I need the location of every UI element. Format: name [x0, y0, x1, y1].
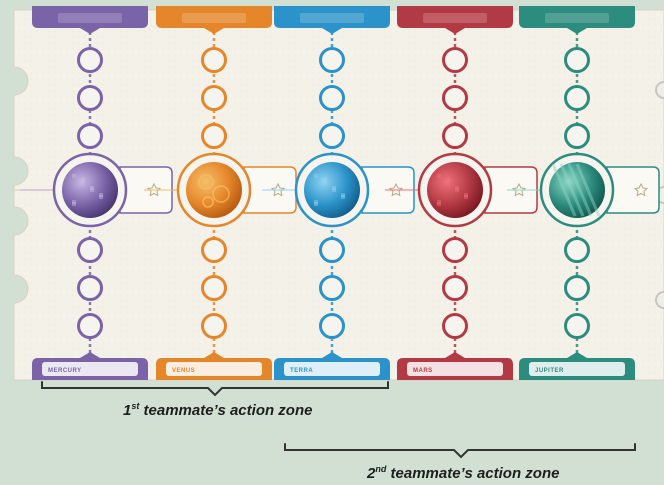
terra-ring-slot[interactable] [319, 275, 345, 301]
venus-star-icon [270, 182, 286, 197]
mercury-ring-slot[interactable] [77, 313, 103, 339]
jupiter-ring-slot[interactable] [564, 123, 590, 149]
column-jupiter: JUPITER [507, 6, 660, 380]
terra-ring-slot[interactable] [319, 47, 345, 73]
terra-ring-slot[interactable] [319, 237, 345, 263]
jupiter-card-slot[interactable] [606, 166, 660, 214]
zone-ordinal: 1 [123, 402, 132, 419]
mars-ring-slot[interactable] [442, 313, 468, 339]
zone-text: teammate’s action zone [386, 465, 560, 482]
jupiter-ring-slot[interactable] [564, 47, 590, 73]
jupiter-ring-slot[interactable] [564, 85, 590, 111]
terra-star-icon [388, 182, 404, 197]
mercury-planet [62, 162, 118, 218]
column-mars: MARS [385, 6, 538, 380]
mercury-star-icon [146, 182, 162, 197]
mars-planet [427, 162, 483, 218]
mars-ring-slot[interactable] [442, 47, 468, 73]
column-venus: VENUS [144, 6, 297, 380]
first-teammate-action-zone-label: 1st teammate’s action zone [123, 401, 312, 419]
venus-ring-slot[interactable] [201, 123, 227, 149]
zone-ordinal-suffix: nd [375, 464, 387, 474]
mars-star-icon [511, 182, 527, 197]
jupiter-top-tab [519, 6, 635, 34]
bracket-first-zone [41, 381, 389, 397]
side-peg-top [655, 81, 664, 99]
venus-ring-slot[interactable] [201, 47, 227, 73]
venus-ring-slot[interactable] [201, 313, 227, 339]
second-teammate-action-zone-label: 2nd teammate’s action zone [367, 464, 559, 482]
terra-planet [304, 162, 360, 218]
venus-label: VENUS [172, 368, 195, 374]
zone-ordinal-suffix: st [131, 401, 140, 411]
mars-ring-slot[interactable] [442, 275, 468, 301]
mercury-label: MERCURY [48, 368, 82, 374]
terra-ring-slot[interactable] [319, 313, 345, 339]
mercury-ring-slot[interactable] [77, 237, 103, 263]
mercury-top-tab [32, 6, 148, 34]
zone-text: teammate’s action zone [139, 402, 313, 419]
venus-ring-slot[interactable] [201, 85, 227, 111]
zone-ordinal: 2 [367, 465, 376, 482]
jupiter-label: JUPITER [535, 368, 564, 374]
venus-ring-slot[interactable] [201, 237, 227, 263]
mercury-ring-slot[interactable] [77, 85, 103, 111]
terra-ring-slot[interactable] [319, 123, 345, 149]
terra-ring-slot[interactable] [319, 85, 345, 111]
mercury-ring-slot[interactable] [77, 275, 103, 301]
mercury-ring-slot[interactable] [77, 123, 103, 149]
jupiter-planet [549, 162, 605, 218]
jupiter-ring-slot[interactable] [564, 313, 590, 339]
column-terra: TERRA [262, 6, 415, 380]
side-peg-bottom [655, 291, 664, 309]
mars-label: MARS [413, 368, 433, 374]
jupiter-ring-slot[interactable] [564, 275, 590, 301]
venus-ring-slot[interactable] [201, 275, 227, 301]
terra-label: TERRA [290, 368, 313, 374]
mercury-ring-slot[interactable] [77, 47, 103, 73]
jupiter-star-icon [633, 182, 649, 197]
mars-ring-slot[interactable] [442, 237, 468, 263]
venus-top-tab [156, 6, 272, 34]
mars-top-tab [397, 6, 513, 34]
column-mercury: MERCURY [20, 6, 173, 380]
bracket-second-zone [284, 443, 636, 459]
mars-ring-slot[interactable] [442, 123, 468, 149]
jupiter-ring-slot[interactable] [564, 237, 590, 263]
mars-ring-slot[interactable] [442, 85, 468, 111]
terra-top-tab [274, 6, 390, 34]
